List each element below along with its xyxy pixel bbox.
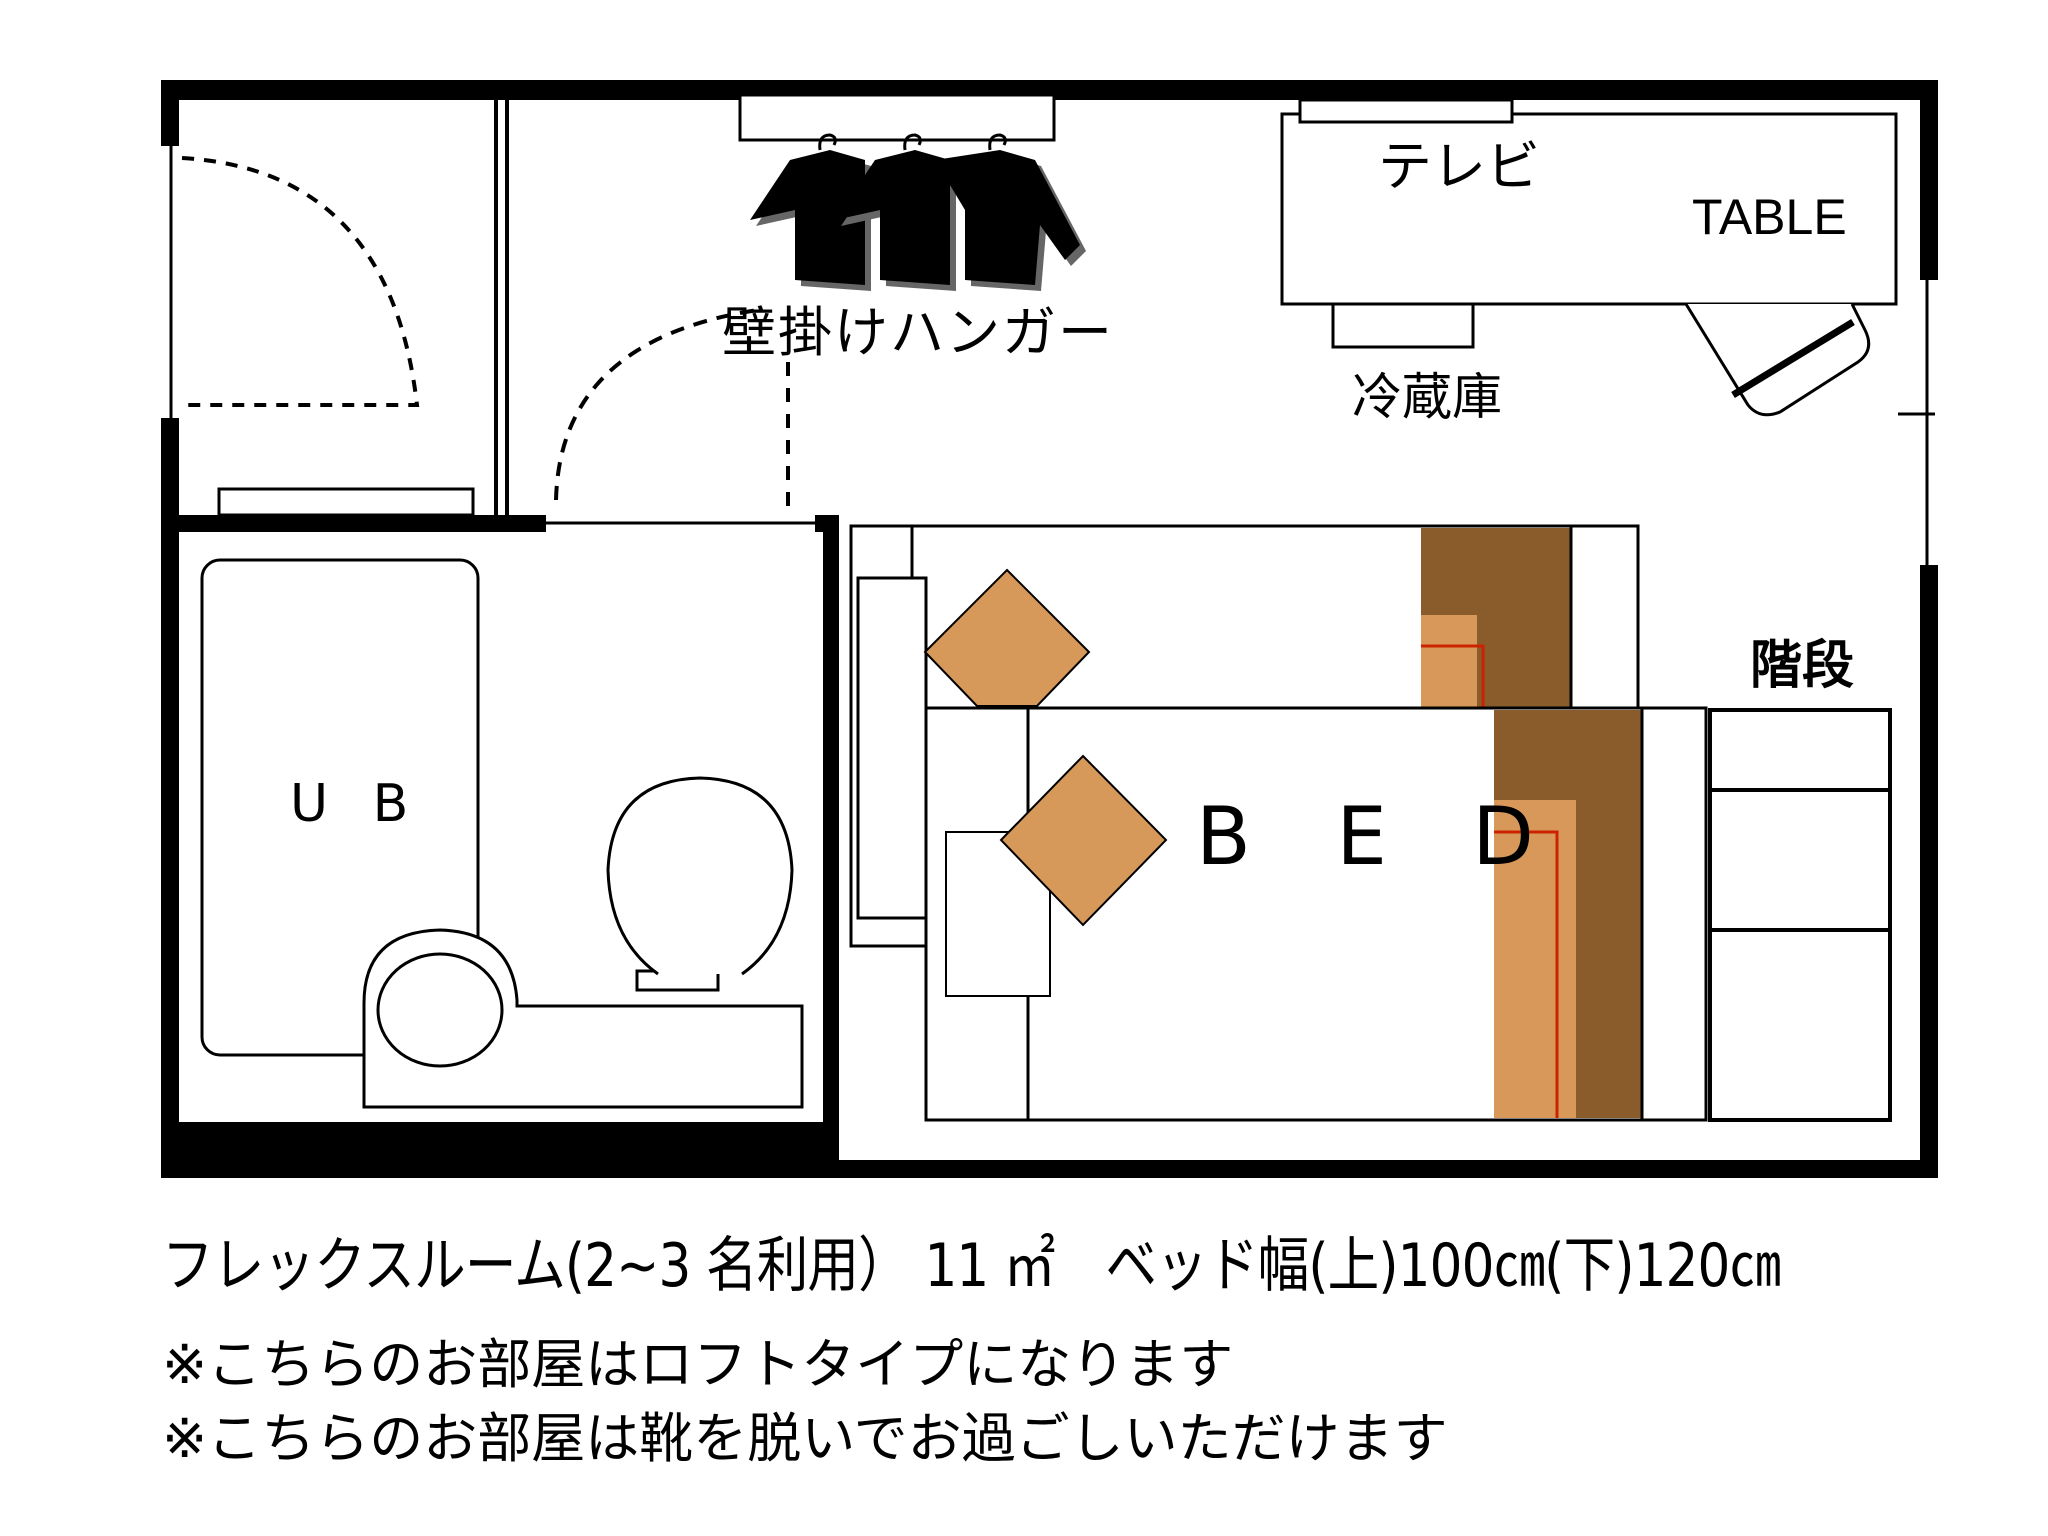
note-shoes-off: ※こちらのお部屋は靴を脱いでお過ごしいただけます [162,1407,1448,1470]
washbasin [362,928,804,1109]
stairs [1708,708,1892,1122]
closet-door-swing [181,156,420,407]
unit-bath-label: U B [290,774,423,834]
wall-hanger-label: 壁掛けハンガー [722,301,1114,364]
hanger-rail [738,93,1056,142]
lower-bed [924,706,1708,1122]
shirts-icon [750,133,1086,291]
fridge [1331,302,1475,349]
upper-side-table [856,576,928,920]
chair [1684,303,1871,417]
tv [1298,98,1514,124]
outer-walls [161,80,1938,1178]
stairs-label: 階段 [1750,636,1855,696]
shoe-shelf [217,487,475,517]
upper-pillow [923,568,1091,707]
table-label: TABLE [1692,189,1847,245]
tv-label: テレビ [1378,135,1540,198]
toilet [606,776,794,992]
table [1280,112,1898,306]
lower-pillow [999,754,1168,927]
bed-label: B E D [1196,790,1564,883]
bathtub [200,558,480,1057]
fridge-label: 冷蔵庫 [1352,368,1502,426]
room-description: フレックスルーム(2~3 名利用） 11 ㎡ ベッド幅(上)100㎝(下)120… [162,1231,1781,1301]
note-loft: ※こちらのお部屋はロフトタイプになります [162,1333,1234,1396]
